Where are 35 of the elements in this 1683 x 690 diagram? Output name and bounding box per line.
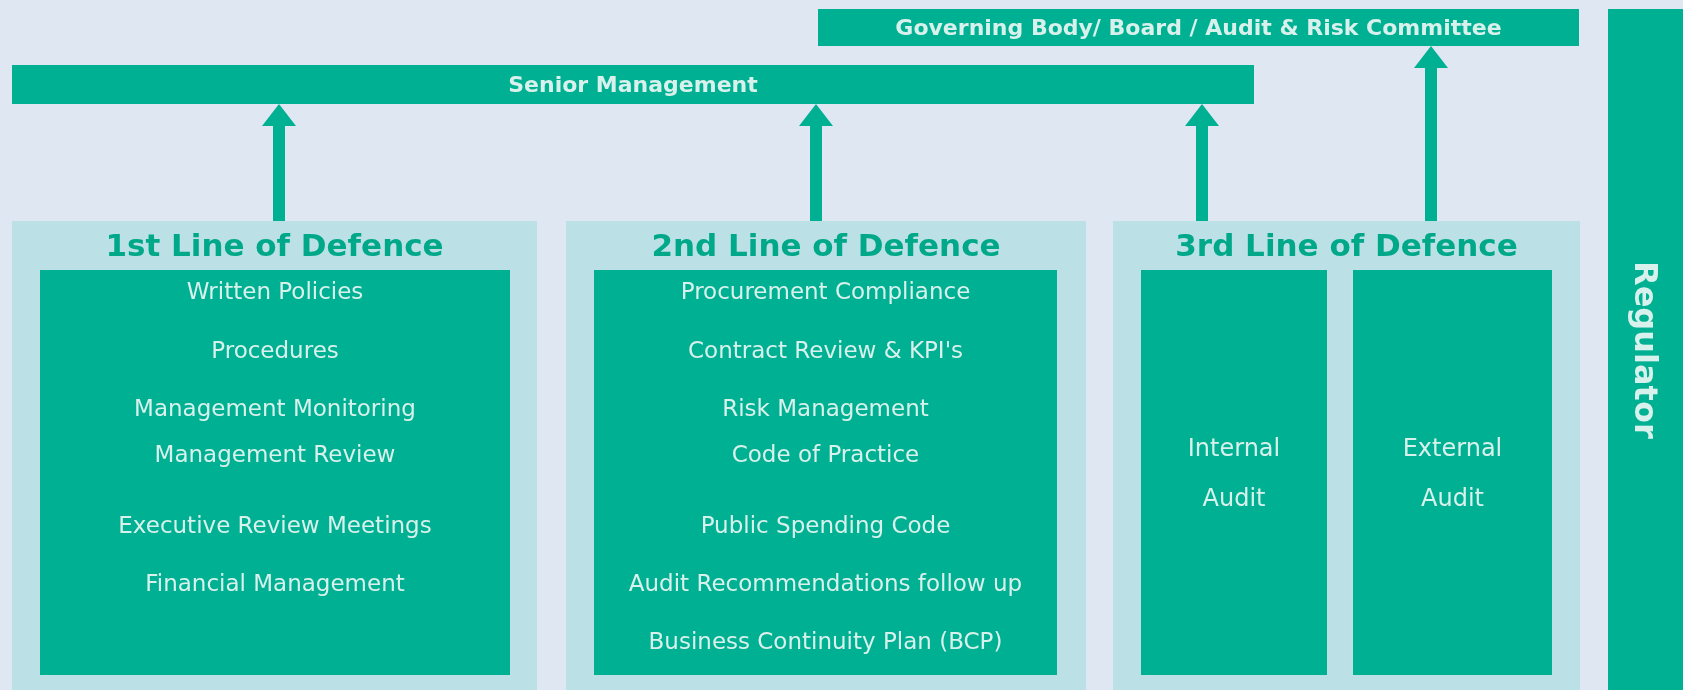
- control-item: Financial Management: [144, 570, 406, 596]
- control-item: Management Monitoring: [133, 395, 417, 421]
- bar-label: Senior Management: [508, 72, 758, 97]
- audit-box: [1353, 270, 1552, 675]
- defence-panel: [566, 221, 1086, 690]
- bar-label: Regulator: [1626, 260, 1665, 439]
- panel-heading: 1st Line of Defence: [104, 227, 445, 263]
- governance-bar: [818, 9, 1579, 46]
- defence-panel: [1113, 221, 1580, 690]
- audit-box: [1141, 270, 1327, 675]
- control-item: Business Continuity Plan (BCP): [647, 628, 1004, 654]
- audit-label: Internal Audit: [1186, 432, 1282, 514]
- control-item: Risk Management: [721, 395, 930, 421]
- panel-heading: 3rd Line of Defence: [1174, 227, 1519, 263]
- arrow: [799, 104, 833, 221]
- audit-label: External Audit: [1401, 432, 1504, 514]
- control-item: Contract Review & KPI's: [687, 337, 964, 363]
- defence-panel: [12, 221, 537, 690]
- arrow: [262, 104, 296, 221]
- arrow: [1414, 46, 1448, 221]
- panel-heading: 2nd Line of Defence: [650, 227, 1002, 263]
- bar-label: Governing Body/ Board / Audit & Risk Committee: [895, 15, 1502, 40]
- controls-box: [40, 270, 510, 675]
- control-item: Procedures: [210, 337, 340, 363]
- control-item: Public Spending Code: [699, 512, 952, 538]
- control-item: Management Review: [153, 441, 397, 467]
- control-item: Written Policies: [185, 278, 365, 304]
- regulator-bar: [1608, 9, 1683, 690]
- control-item: Procurement Compliance: [679, 278, 972, 304]
- control-item: Executive Review Meetings: [117, 512, 433, 538]
- control-item: Code of Practice: [730, 441, 921, 467]
- management-bar: [12, 65, 1254, 104]
- controls-box: [594, 270, 1057, 675]
- arrow: [1185, 104, 1219, 221]
- control-item: Audit Recommendations follow up: [627, 570, 1024, 596]
